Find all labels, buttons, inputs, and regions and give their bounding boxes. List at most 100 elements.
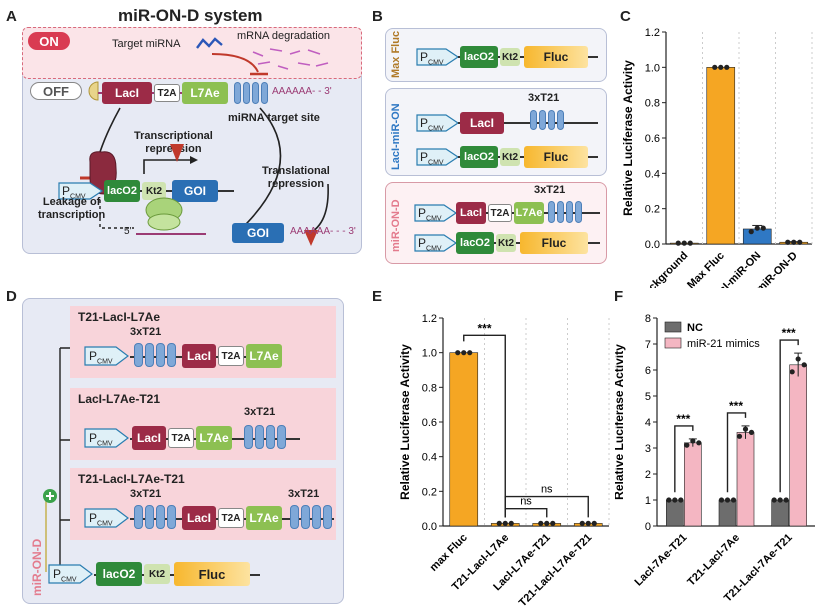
chart-f-y-tick-label: 8 (645, 313, 651, 325)
chart-f-data-point (801, 362, 807, 368)
chart-f-data-point (789, 369, 795, 375)
l7ae-block-a: L7Ae (182, 82, 228, 104)
chart-f-data-point (678, 497, 684, 503)
chart-f-data-point (718, 497, 725, 503)
chart-f-legend-swatch (664, 321, 682, 333)
chart-e-data-point (550, 520, 556, 526)
chart-e-data-point (496, 520, 502, 526)
chart-f-data-point (795, 356, 801, 362)
chart-f-significance: *** (782, 326, 796, 340)
pcmv-promoter-a (58, 182, 104, 200)
pcmv-p: P (418, 206, 427, 220)
chart-e-data-point (544, 520, 550, 526)
chart-f-data-point (783, 497, 789, 503)
lacI-block-d1: LacI (182, 344, 216, 368)
laco2-block-a: lacO2 (104, 180, 140, 202)
l7ae-block-d3: L7Ae (246, 506, 282, 530)
chart-e-y-tick-label: 1.0 (422, 348, 437, 360)
pcmv-p: P (420, 116, 429, 130)
pcmv-promoter-d1 (84, 346, 129, 366)
fluc-block-d4: Fluc (174, 562, 250, 586)
pcmv-label-d4: PCMV (53, 567, 77, 583)
chart-c-y-tick-label: 1.0 (645, 62, 660, 74)
chart-f-data-point (690, 438, 696, 444)
chart-c-bar (742, 228, 772, 245)
x3t21-label-b1: 3xT21 (528, 92, 560, 104)
laco2-block-b3: lacO2 (460, 146, 498, 168)
t21-sites-b4-icon (548, 201, 582, 223)
chart-f-bracket (726, 412, 747, 493)
chart-e-y-tick-label: 0.6 (422, 417, 437, 429)
pcmv-label-b1: PCMV (420, 50, 444, 66)
x3t21-label-b2: 3xT21 (534, 184, 566, 196)
lacI-block-a: LacI (102, 82, 152, 104)
chart-f-legend-swatch (664, 337, 682, 349)
l7ae-block-d2: L7Ae (196, 426, 232, 450)
pcmv-p: P (89, 349, 98, 363)
chart-f-x-tick-label: LacI-7Ae-T21 (633, 532, 690, 589)
chart-f-data-point (724, 497, 731, 503)
pcmv-promoter-b3 (416, 148, 460, 166)
panel-e-label: E (372, 288, 383, 305)
lacI-block-b2: LacI (460, 112, 504, 134)
chart-f-y-tick-label: 2 (645, 469, 651, 481)
x3t21-label-d1: 3xT21 (130, 326, 162, 338)
dna-line-a (104, 190, 234, 192)
chart-f-y-tick-label: 6 (645, 365, 651, 377)
chart-c-data-point (785, 239, 791, 245)
chart-c-y-tick-label: 0.0 (645, 239, 660, 251)
chart-e-data-point (508, 520, 514, 526)
degraded-mrna-fragments-icon (252, 48, 329, 70)
pcmv-sub: CMV (426, 245, 442, 253)
pcmv-p: P (89, 511, 98, 525)
chart-c-data-point (687, 240, 693, 246)
kt2-block-a: Kt2 (142, 182, 166, 200)
polya-tail-2: AAAAAA- - - 3' (290, 226, 356, 237)
chart-f-bar-nc (771, 499, 789, 527)
chart-e-y-tick-label: 0.2 (422, 486, 437, 498)
pcmv-promoter-d2 (84, 428, 129, 448)
chart-e-x-tick-label: T21-LacI-L7Ae-T21 (517, 532, 595, 606)
panel-d-label: D (6, 288, 17, 305)
chart-e-significance: *** (477, 321, 491, 335)
pcmv-sub: CMV (426, 215, 442, 223)
chart-c-data-point (754, 225, 760, 231)
chart-f-bracket (674, 425, 694, 493)
polya-tail: AAAAAA- - 3' (272, 86, 332, 97)
pcmv-label-a: PCMV (62, 184, 86, 200)
chart-f-data-point (666, 497, 672, 503)
chart-e-y-tick-label: 0.0 (422, 521, 437, 533)
chart-e-data-point (591, 520, 597, 526)
pcmv-label-b5: PCMV (418, 236, 442, 252)
t2a-block-d1: T2A (218, 346, 244, 366)
pcmv-label-b2: PCMV (420, 116, 444, 132)
chart-f-significance: *** (676, 412, 690, 426)
pcmv-p: P (418, 236, 427, 250)
chart-f-data-point (684, 442, 690, 448)
x3t21-label-d3a: 3xT21 (130, 488, 162, 500)
chart-e-data-point (461, 350, 467, 356)
pcmv-sub: CMV (97, 520, 113, 528)
chart-f-y-tick-label: 4 (645, 417, 651, 429)
chart-c-y-tick-label: 0.4 (645, 168, 660, 180)
pcmv-promoter-b4 (414, 204, 458, 222)
chart-c-data-point (724, 64, 730, 70)
mrna-line-2 (136, 233, 206, 235)
pcmv-label-b3: PCMV (420, 150, 444, 166)
mirna-target-site-icon (234, 82, 268, 104)
chart-f-data-point (672, 497, 678, 503)
pcmv-p: P (89, 431, 98, 445)
t2a-block-b4: T2A (488, 204, 512, 222)
chart-c-data-point (718, 64, 724, 70)
mirna-target-site-label: miRNA target site (228, 112, 320, 124)
chart-e-data-point (467, 350, 473, 356)
t21-sites-b2-icon (530, 110, 564, 130)
chart-c-data-point (712, 64, 718, 70)
chart-e-y-tick-label: 0.4 (422, 452, 437, 464)
t2a-block-a: T2A (154, 84, 180, 102)
mirna-squiggle-icon (196, 37, 223, 49)
pcmv-p: P (62, 184, 71, 198)
t21-sites-d3b-icon (290, 505, 332, 529)
chart-f-significance: *** (729, 399, 743, 413)
chart-f-bar-nc (718, 499, 737, 527)
